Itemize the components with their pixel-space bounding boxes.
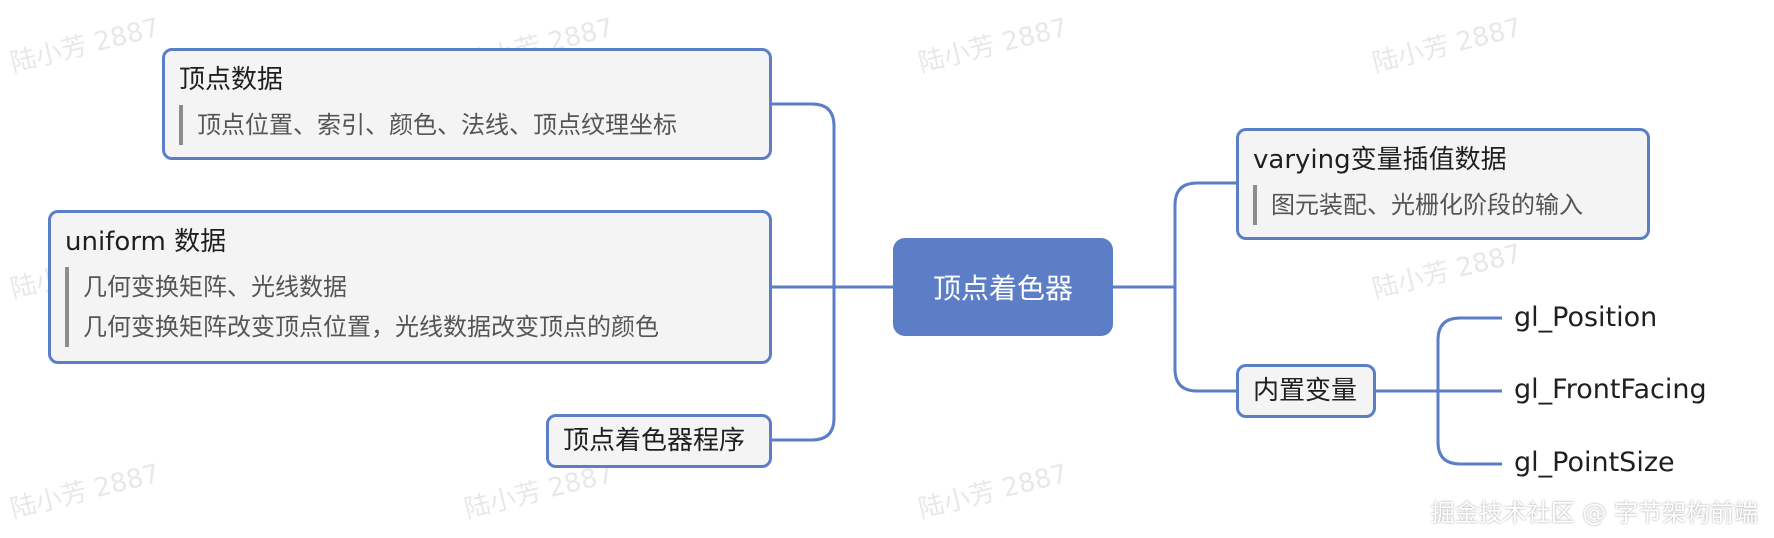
center-node-label: 顶点着色器 <box>932 272 1073 305</box>
leaf-gl-pointsize[interactable]: gl_PointSize <box>1514 447 1675 478</box>
leaf-gl-position[interactable]: gl_Position <box>1514 302 1658 333</box>
note-line: 几何变换矩阵改变顶点位置，光线数据改变顶点的颜色 <box>83 313 659 341</box>
node-title: 内置变量 <box>1253 376 1358 406</box>
connector-builtin <box>1113 285 1236 393</box>
node-title: uniform 数据 <box>65 227 227 257</box>
center-node[interactable]: 顶点着色器 <box>893 238 1113 336</box>
node-note: 图元装配、光栅化阶段的输入 <box>1253 185 1583 225</box>
node-note: 顶点位置、索引、颜色、法线、顶点纹理坐标 <box>179 105 677 145</box>
connector-gl-position <box>1376 316 1502 393</box>
node-title: varying变量插值数据 <box>1253 145 1507 175</box>
node-vertex-data[interactable]: 顶点数据 顶点位置、索引、颜色、法线、顶点纹理坐标 <box>162 48 772 160</box>
connector-varying <box>1113 181 1236 289</box>
node-builtin[interactable]: 内置变量 <box>1236 364 1376 418</box>
node-title: 顶点着色器程序 <box>563 426 746 456</box>
note-line: 几何变换矩阵、光线数据 <box>83 273 347 301</box>
footer-credit: 掘金技术社区 @ 字节架构前端 <box>1430 499 1758 527</box>
node-title: 顶点数据 <box>179 65 284 95</box>
connector-program <box>772 285 893 442</box>
node-uniform-data[interactable]: uniform 数据 几何变换矩阵、光线数据 几何变换矩阵改变顶点位置，光线数据… <box>48 210 772 364</box>
connector-vertex-data <box>772 102 893 289</box>
node-note: 几何变换矩阵、光线数据 几何变换矩阵改变顶点位置，光线数据改变顶点的颜色 <box>65 267 659 347</box>
node-varying[interactable]: varying变量插值数据 图元装配、光栅化阶段的输入 <box>1236 128 1650 240</box>
node-program[interactable]: 顶点着色器程序 <box>546 414 772 468</box>
leaf-gl-frontfacing[interactable]: gl_FrontFacing <box>1514 374 1707 405</box>
connector-gl-pointsize <box>1376 389 1502 466</box>
